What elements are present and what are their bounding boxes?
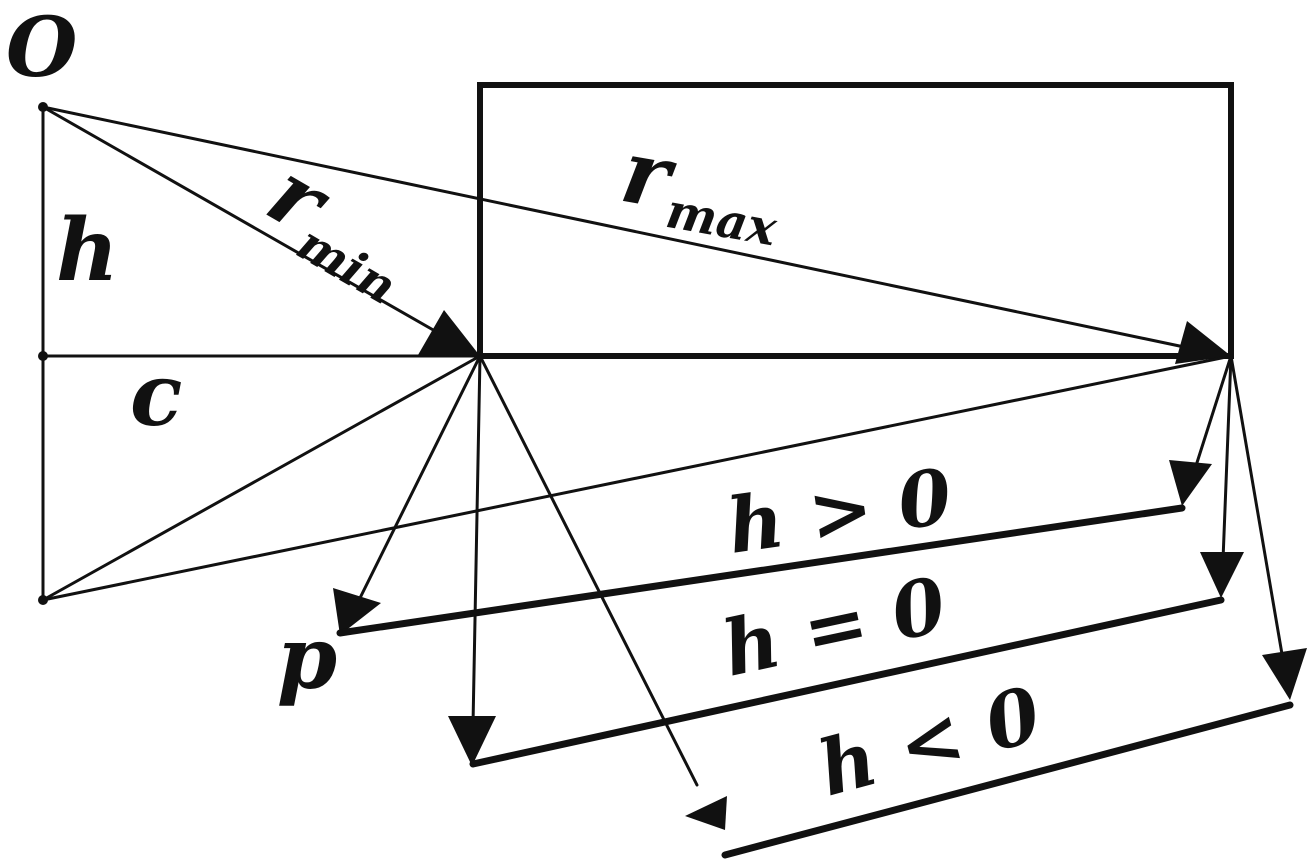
- ray-down: [471, 354, 482, 727]
- r-max-arrowhead: [1175, 321, 1231, 364]
- lower-to-corner-line: [41, 354, 482, 602]
- label-r-max: r max: [614, 118, 782, 258]
- rectangle-region: [477, 82, 1234, 359]
- ray-to-p-arrowhead: [333, 588, 381, 635]
- ray-to-p: [358, 354, 482, 600]
- ray-right-1: [1192, 354, 1233, 474]
- ray-right-2-arrowhead: [1200, 552, 1244, 598]
- ray-down-right: [478, 354, 699, 787]
- r-max-vector: [41, 105, 1191, 350]
- ray-right-2: [1221, 354, 1233, 562]
- ray-right-1-arrowhead: [1169, 460, 1212, 506]
- h-zero-bar: [469, 596, 1225, 768]
- ray-right-3: [1229, 354, 1285, 662]
- lower-to-right-corner-line: [41, 354, 1233, 602]
- label-h-positive: h > 0: [722, 451, 957, 570]
- h-positive-bar: [336, 504, 1186, 637]
- label-r-min: r min: [252, 140, 406, 316]
- ray-down-arrowhead: [448, 716, 496, 766]
- r-min-arrowhead: [418, 310, 480, 356]
- h-negative-bar: [721, 701, 1294, 859]
- ray-down-right-arrowhead: [685, 796, 727, 830]
- label-c: c: [130, 345, 182, 446]
- label-h: h: [56, 200, 119, 301]
- label-origin: O: [6, 0, 77, 96]
- ray-right-3-arrowhead: [1262, 648, 1307, 700]
- label-p: p: [277, 608, 337, 709]
- r-min-subscript: min: [288, 215, 406, 315]
- label-h-zero: h = 0: [715, 560, 953, 694]
- r-min-vector: [41, 105, 444, 337]
- r-max-subscript: max: [662, 183, 782, 258]
- label-h-negative: h < 0: [810, 669, 1050, 813]
